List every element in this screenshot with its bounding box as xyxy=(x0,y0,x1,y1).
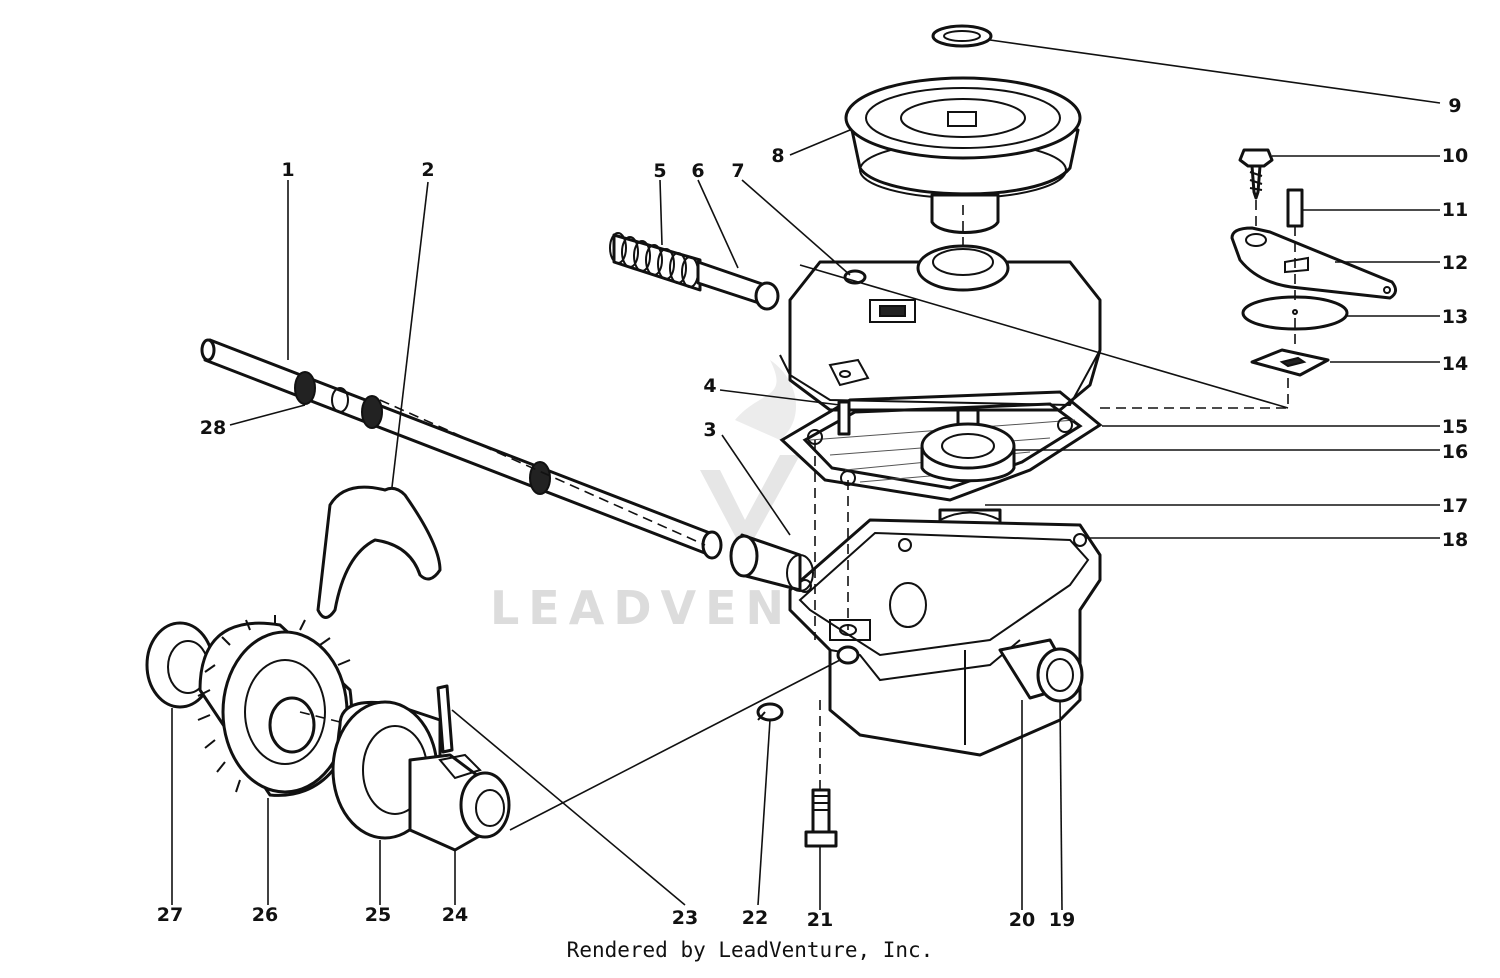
callout-labels: 1 2 3 4 5 6 7 8 9 10 11 12 13 14 15 16 1… xyxy=(157,95,1468,931)
callout-3: 3 xyxy=(703,419,716,441)
callout-12: 12 xyxy=(1442,252,1468,274)
callout-9: 9 xyxy=(1448,95,1461,117)
callout-27: 27 xyxy=(157,904,183,926)
part-4-dowel-pin xyxy=(837,400,851,436)
part-5-spring xyxy=(609,232,702,292)
callout-5: 5 xyxy=(653,160,666,182)
part-6-pin xyxy=(696,260,780,311)
callout-4: 4 xyxy=(703,375,716,397)
part-22-screw xyxy=(756,702,784,722)
callout-1: 1 xyxy=(281,159,294,181)
part-16-bearing xyxy=(920,408,1016,483)
callout-7: 7 xyxy=(731,160,744,182)
part-27-thrust-washer xyxy=(145,621,215,709)
part-2-shifter-fork xyxy=(316,485,442,619)
callout-11: 11 xyxy=(1442,199,1468,221)
part-26-bevel-gear xyxy=(197,615,353,797)
callout-24: 24 xyxy=(442,904,468,926)
callout-16: 16 xyxy=(1442,441,1468,463)
callout-13: 13 xyxy=(1442,306,1468,328)
callout-18: 18 xyxy=(1442,529,1468,551)
callout-2: 2 xyxy=(421,159,434,181)
callout-25: 25 xyxy=(365,904,391,926)
callout-23: 23 xyxy=(672,907,698,929)
part-19-bushing xyxy=(998,638,1084,703)
part-23-roll-pin xyxy=(436,684,454,754)
part-11-pin xyxy=(1286,188,1304,228)
part-3-bushing xyxy=(729,533,814,592)
callout-21: 21 xyxy=(807,909,833,931)
callout-8: 8 xyxy=(771,145,784,167)
part-9-seal-ring xyxy=(931,24,993,48)
part-12-bracket xyxy=(1230,226,1397,300)
part-14-pad xyxy=(1250,348,1330,377)
callout-19: 19 xyxy=(1049,909,1075,931)
part-21-bolt xyxy=(804,788,838,848)
callout-20: 20 xyxy=(1009,909,1035,931)
callout-17: 17 xyxy=(1442,495,1468,517)
assembly-centerlines xyxy=(299,200,1296,790)
callout-15: 15 xyxy=(1442,416,1468,438)
callout-14: 14 xyxy=(1442,353,1468,375)
part-24-clutch-dog xyxy=(408,753,511,852)
callout-28: 28 xyxy=(200,417,226,439)
part-cover-housing xyxy=(779,244,1102,412)
leader-lines xyxy=(171,39,1441,911)
part-1-axle-shaft xyxy=(200,338,723,560)
callout-10: 10 xyxy=(1442,145,1468,167)
render-credit: Rendered by LeadVenture, Inc. xyxy=(566,938,934,962)
part-10-tapping-screw xyxy=(1238,148,1274,200)
callout-6: 6 xyxy=(691,160,704,182)
part-18-gear-case xyxy=(788,518,1102,757)
callout-22: 22 xyxy=(742,907,768,929)
part-8-pulley xyxy=(844,76,1082,234)
callout-26: 26 xyxy=(252,904,278,926)
